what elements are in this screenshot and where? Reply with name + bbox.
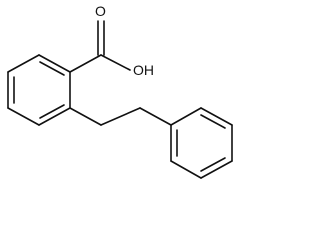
oxygen-label: O (95, 3, 106, 19)
ring1-bond-right-lower (38, 107, 71, 126)
ring1-double-bond-a (39, 61, 65, 76)
ring-to-carboxyl-bond (69, 54, 102, 73)
phenyl-ring (170, 107, 233, 179)
linker-bond-3 (139, 107, 172, 126)
linker-bond-2 (100, 107, 141, 126)
carboxyl-group: O OH (69, 3, 154, 78)
hydroxyl-bond (100, 54, 131, 71)
ring1-bond-bottom-left (7, 107, 40, 126)
ring2-bond-top-left (170, 107, 202, 126)
ring2-bond-lower-left (170, 160, 202, 179)
benzoic-ring (7, 54, 71, 126)
ring2-bond-lower-right (200, 160, 233, 179)
hydroxyl-label: OH (133, 62, 154, 78)
ring2-bond-top-right (200, 107, 233, 126)
ring2-double-bond-a (200, 114, 226, 129)
ring2-double-bond-b (200, 157, 226, 172)
linker-bond-1 (69, 107, 102, 126)
ring1-bond-upper-left (7, 54, 40, 73)
chemical-structure-diagram: O OH (7, 3, 233, 179)
ring1-double-bond-b (39, 104, 65, 119)
ring1-bond-top-left (38, 54, 71, 73)
ethyl-linker (69, 107, 172, 126)
